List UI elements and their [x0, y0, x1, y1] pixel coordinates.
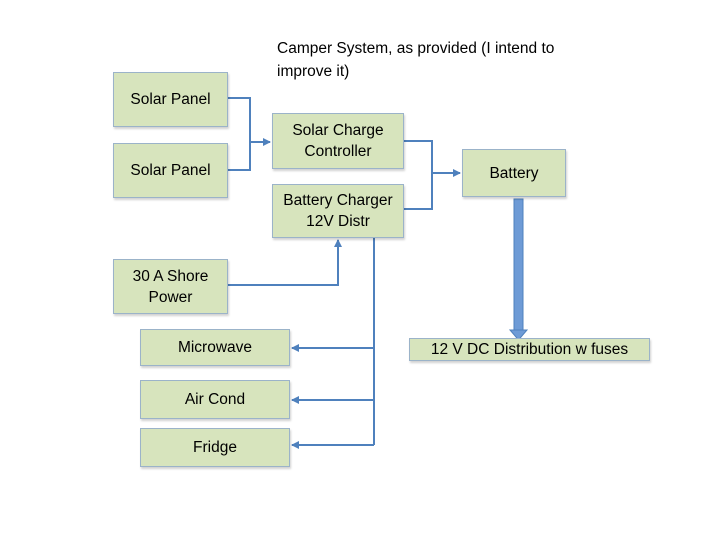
solar-charge-controller: Solar Charge Controller: [272, 113, 404, 169]
edge-solar-panel-1-to-controller: [228, 97, 251, 142]
battery-charger: Battery Charger 12V Distr: [272, 184, 404, 238]
battery: Battery: [462, 149, 566, 197]
solar-panel-2: Solar Panel: [113, 143, 228, 198]
edge-controller-to-battery: [404, 140, 433, 173]
air-cond: Air Cond: [140, 380, 290, 419]
shore-power: 30 A Shore Power: [113, 259, 228, 314]
edge-solar-panel-2-to-controller: [228, 142, 251, 171]
edge-shore-to-charger: [228, 239, 342, 286]
microwave: Microwave: [140, 329, 290, 366]
dc-distribution: 12 V DC Distribution w fuses: [409, 338, 650, 361]
edge-battery-to-dc-distribution: [508, 198, 529, 341]
solar-panel-1: Solar Panel: [113, 72, 228, 127]
diagram-title: Camper System, as provided (I intend to …: [277, 40, 555, 80]
edge-charger-to-battery: [404, 173, 433, 210]
fridge: Fridge: [140, 428, 290, 467]
